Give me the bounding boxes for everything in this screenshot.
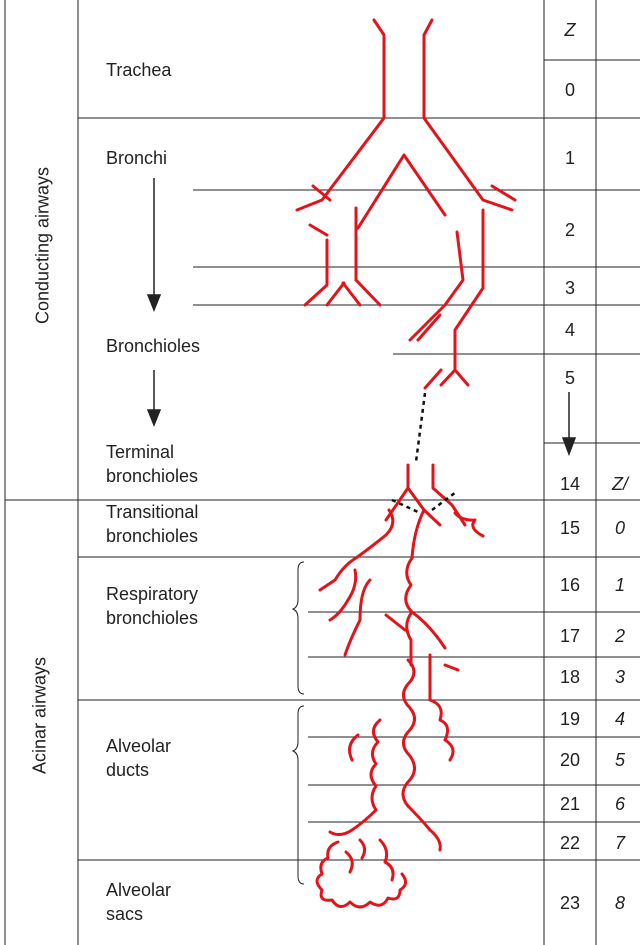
- z-value: 15: [544, 518, 596, 539]
- section-label-bronchi: Bronchi: [106, 146, 167, 170]
- zprime-value: 2: [596, 626, 640, 647]
- z-value: 20: [544, 750, 596, 771]
- z-value: 14: [544, 474, 596, 495]
- z-value: 17: [544, 626, 596, 647]
- zprime-value: 7: [596, 833, 640, 854]
- acinar-airways-label: Acinar airways: [30, 641, 51, 791]
- bronchiole-gap-dash: [416, 393, 425, 462]
- z-value: 0: [544, 80, 596, 101]
- zprime-value: 4: [596, 709, 640, 730]
- z-column-arrowhead: [563, 438, 575, 454]
- zprime-value: 5: [596, 750, 640, 771]
- section-label-sacs: Alveolar sacs: [106, 878, 171, 926]
- z-value: 22: [544, 833, 596, 854]
- section-label-trachea: Trachea: [106, 58, 171, 82]
- section-label-transitional: Transitional bronchioles: [106, 500, 198, 548]
- z-value: 4: [544, 320, 596, 341]
- zprime-value: 6: [596, 794, 640, 815]
- z-header: Z: [544, 20, 596, 41]
- bronchioles-arrowhead: [148, 410, 160, 425]
- section-label-ducts: Alveolar ducts: [106, 734, 171, 782]
- z-value: 1: [544, 148, 596, 169]
- airway-tree: [297, 20, 515, 907]
- zprime-value: 1: [596, 575, 640, 596]
- zprime-header: Z/: [596, 474, 640, 495]
- zprime-value: 3: [596, 667, 640, 688]
- ducts-brace: [293, 706, 304, 884]
- z-value: 18: [544, 667, 596, 688]
- respiratory-brace: [293, 562, 304, 694]
- z-value: 16: [544, 575, 596, 596]
- z-value: 21: [544, 794, 596, 815]
- z-value: 5: [544, 368, 596, 389]
- z-value: 19: [544, 709, 596, 730]
- z-value: 3: [544, 278, 596, 299]
- zprime-value: 0: [596, 518, 640, 539]
- z-value: 23: [544, 893, 596, 914]
- z-value: 2: [544, 220, 596, 241]
- bronchi-arrowhead: [148, 295, 160, 310]
- conducting-airways-label: Conducting airways: [33, 146, 54, 346]
- section-label-bronchioles: Bronchioles: [106, 334, 200, 358]
- zprime-value: 8: [596, 893, 640, 914]
- section-label-terminal: Terminal bronchioles: [106, 440, 198, 488]
- section-label-respiratory: Respiratory bronchioles: [106, 582, 198, 630]
